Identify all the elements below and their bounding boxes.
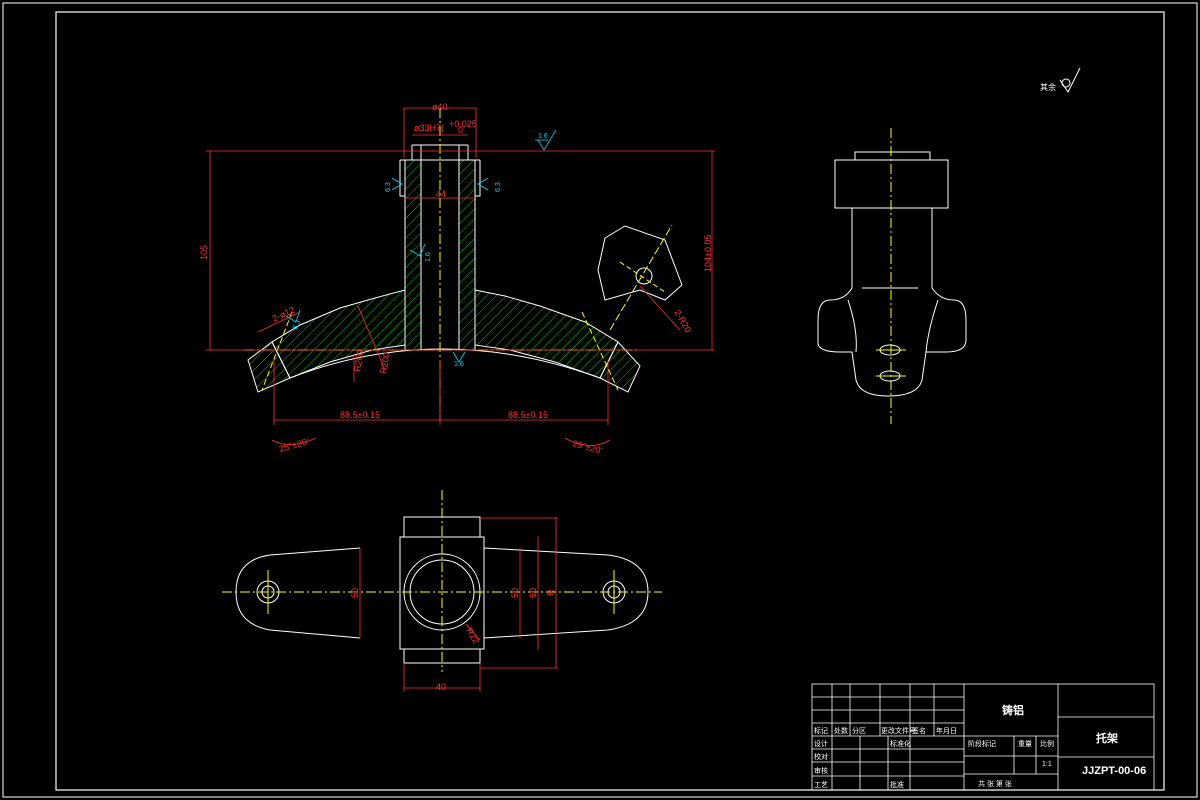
dim-2-phi12: 2-ø12 (271, 305, 297, 324)
title-block (811, 683, 1155, 791)
dim-angle-left: 25°±20' (278, 436, 310, 454)
plan-view (222, 490, 662, 672)
dim-plan-50-left: 50 (350, 588, 360, 598)
side-view (817, 128, 967, 424)
ra-hole: 6.3 (292, 319, 303, 331)
dim-dist-right: 88.5±0.15 (508, 410, 548, 420)
tb-row-1: 设计 (814, 739, 828, 748)
title-block-text: 铸铝 托架 JJZPT-00-06 1:1 标记 设计 校对 审核 工艺 处数 … (814, 703, 1146, 789)
dim-44: 44 (436, 189, 446, 199)
tb-col-3: 签名 (912, 726, 926, 735)
tb-col-4: 年月日 (936, 726, 957, 735)
dim-phi40: ø40 (432, 102, 448, 112)
ra-bottom: 1.6 (454, 361, 464, 368)
plan-dimensions (359, 517, 558, 692)
tb-sheets: 共 张 第 张 (978, 779, 1012, 788)
tb-scale: 1:1 (1042, 761, 1052, 768)
ra-bore: 1.6 (425, 252, 432, 262)
dim-plan-40: 40 (436, 682, 446, 692)
tb-row-2: 校对 (814, 752, 828, 761)
dim-plan-height: R (546, 589, 556, 596)
dim-bore-tol-low: 0 (458, 125, 463, 135)
dim-angle-right: 25°±20' (571, 438, 603, 456)
ra-top: 1.6 (538, 133, 548, 140)
dim-r200-b: R200 (378, 351, 392, 374)
dim-104: 104±0.05 (703, 235, 713, 272)
tb-material: 铸铝 (1002, 703, 1024, 717)
tb-row-0: 标记 (814, 726, 828, 735)
dim-dist-left: 88.5±0.15 (340, 410, 380, 420)
tb-col-2: 更改文件号 (881, 726, 916, 735)
dim-r200-a: R200 (352, 349, 366, 372)
dim-2-r20: 2-R20 (672, 308, 693, 334)
tb-approve: 批准 (890, 780, 904, 789)
roughness-symbols (285, 129, 557, 363)
tb-row-4: 工艺 (814, 781, 828, 789)
tb-col-0: 处数 (834, 726, 848, 735)
dim-plan-r22: R22 (464, 626, 481, 645)
ra-right-face: 6.3 (495, 182, 502, 192)
ra-left-face: 6.3 (385, 182, 392, 192)
dim-bore-tol: +0.025 (449, 119, 477, 129)
tb-row-3: 审核 (814, 766, 828, 775)
dim-105: 105 (199, 245, 209, 260)
tb-part-name: 托架 (1096, 731, 1118, 745)
front-section-view (244, 108, 683, 420)
dim-plan-50-right: 50 (510, 588, 520, 598)
hub-right-wall (458, 159, 476, 351)
right-arm-section (474, 289, 619, 379)
tb-col-1: 分区 (852, 726, 866, 735)
dim-plan-60: 60 (528, 588, 538, 598)
detail-view-r20 (597, 225, 683, 301)
tb-weight: 重量 (1018, 740, 1032, 748)
general-roughness-symbol: 其余 (1040, 67, 1081, 93)
tb-drawing-no: JJZPT-00-06 (1082, 765, 1146, 777)
tb-stage: 阶段标记 (968, 739, 996, 748)
front-dimension-text: ø40 ø33H7( +0.025 0 44 105 104±0.05 2-ø1… (199, 102, 713, 456)
others-label: 其余 (1040, 82, 1056, 92)
right-end-boss (599, 341, 641, 393)
front-dimensions (206, 107, 715, 446)
dim-bore: ø33H7( (414, 123, 444, 133)
tb-std: 标准化 (890, 739, 911, 748)
tb-scale-label: 比例 (1040, 739, 1054, 748)
